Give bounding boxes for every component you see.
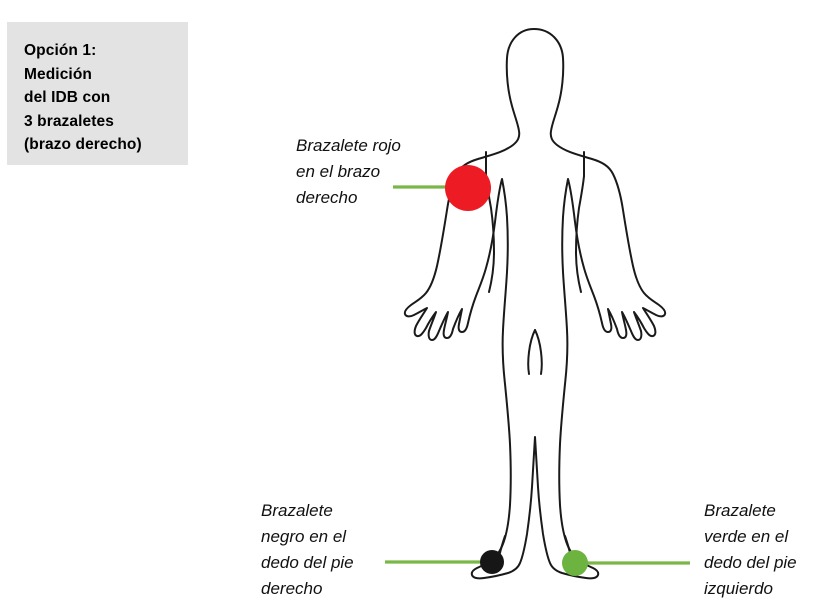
- label-black-toe-cuff-line-3: dedo del pie: [261, 553, 354, 572]
- body-silhouette: [403, 28, 667, 580]
- label-red-cuff-line-3: derecho: [296, 188, 358, 207]
- label-red-cuff-line-2: en el brazo: [296, 162, 381, 181]
- label-black-toe-cuff-line-2: negro en el: [261, 527, 347, 546]
- left-ankle-crease: [499, 535, 506, 554]
- label-green-toe-cuff-line-2: verde en el: [704, 527, 789, 546]
- red-cuff-marker: [445, 165, 491, 211]
- option-title-box: Opción 1: Medición del IDB con 3 brazale…: [7, 22, 188, 165]
- option-title-line-5: (brazo derecho): [24, 136, 142, 153]
- label-green-toe-cuff-line-3: dedo del pie: [704, 553, 797, 572]
- label-red-cuff-line-1: Brazalete rojo: [296, 136, 401, 155]
- green-toe-cuff-marker: [562, 550, 588, 576]
- right-inner-arm-line: [574, 175, 585, 293]
- black-toe-cuff-marker: [480, 550, 504, 574]
- crotch-line: [527, 329, 536, 375]
- label-red-cuff: Brazalete rojo en el brazo derecho: [296, 133, 401, 211]
- option-title-line-3: del IDB con: [24, 89, 111, 106]
- option-title-line-1: Opción 1:: [24, 42, 97, 59]
- label-green-toe-cuff-line-4: izquierdo: [704, 579, 773, 598]
- option-title-line-2: Medición: [24, 65, 92, 83]
- crotch-line-right: [534, 329, 543, 375]
- option-title-line-4: 3 brazaletes: [24, 112, 114, 130]
- label-black-toe-cuff-line-4: derecho: [261, 579, 323, 598]
- label-green-toe-cuff-line-1: Brazalete: [704, 501, 776, 520]
- label-black-toe-cuff-line-1: Brazalete: [261, 501, 333, 520]
- label-green-toe-cuff: Brazalete verde en el dedo del pie izqui…: [704, 498, 797, 602]
- label-black-toe-cuff: Brazalete negro en el dedo del pie derec…: [261, 498, 354, 602]
